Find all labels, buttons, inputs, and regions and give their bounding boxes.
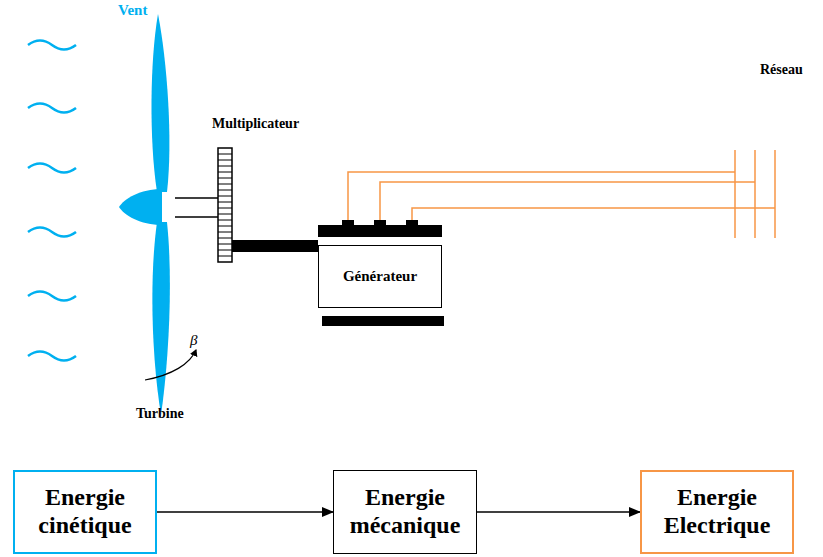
terminals [342, 220, 418, 226]
generator-top-plate [318, 225, 442, 237]
grid-wires [348, 172, 775, 220]
turbine-rotor [119, 14, 170, 415]
energy-box: Energie mécanique [333, 470, 477, 554]
angle-symbol: β [190, 332, 197, 349]
grid-busbars [735, 150, 775, 238]
part-label: Réseau [760, 62, 803, 78]
box-text: Energie Electrique [642, 484, 792, 539]
box-text: Energie cinétique [15, 484, 155, 539]
part-label: Multiplicateur [212, 116, 299, 132]
energy-box: Energie Electrique [640, 470, 794, 554]
wind-waves [28, 41, 76, 361]
box-text: Energie mécanique [334, 484, 476, 539]
energy-box: Energie cinétique [13, 470, 157, 554]
flow-arrow [157, 511, 333, 513]
turbine-shaft [175, 198, 218, 217]
part-label: Turbine [136, 406, 184, 422]
generator-shaft [232, 240, 318, 252]
generator-bottom-plate [322, 316, 444, 326]
pitch-arrow [145, 350, 196, 380]
flow-arrow [477, 511, 640, 513]
generator-box: Générateur [318, 245, 442, 308]
wind-label: Vent [118, 2, 147, 19]
multiplier-gear [218, 148, 232, 262]
box-text: Générateur [337, 268, 423, 285]
